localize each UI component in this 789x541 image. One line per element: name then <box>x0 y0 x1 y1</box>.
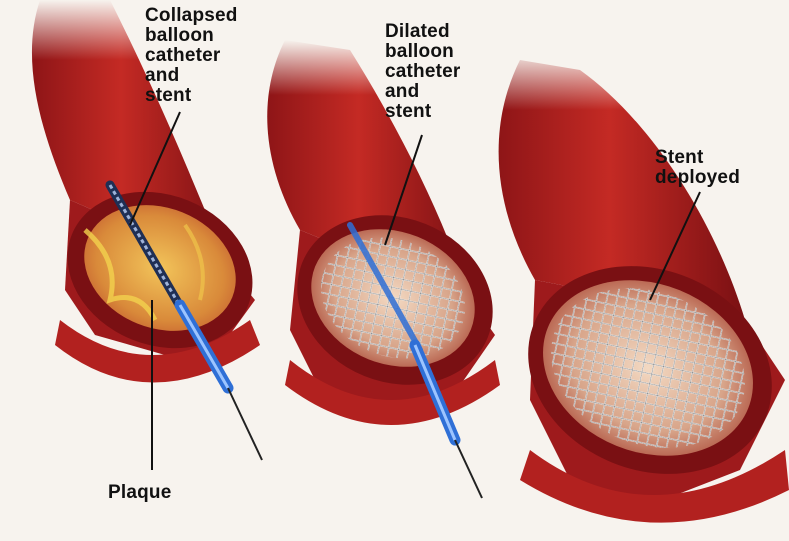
label-stent-deployed: Stent deployed <box>655 148 740 188</box>
artery-deployed <box>495 50 789 523</box>
label-plaque: Plaque <box>108 483 172 503</box>
guidewire-icon <box>228 388 262 460</box>
guidewire-icon <box>455 440 482 498</box>
label-dilated-catheter: Dilated balloon catheter and stent <box>385 22 461 122</box>
label-collapsed-catheter: Collapsed balloon catheter and stent <box>145 6 238 106</box>
